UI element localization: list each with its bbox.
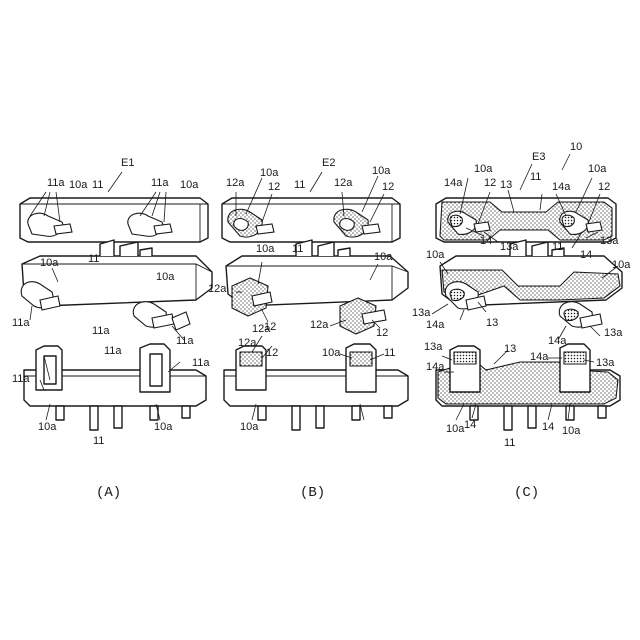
embodiment-tag-e3: E3: [532, 151, 545, 163]
ref-label: 11: [294, 179, 305, 191]
ref-label: 13a: [600, 235, 619, 247]
ref-label: 14a: [552, 181, 571, 193]
ref-label: 11: [292, 243, 303, 255]
ref-label: 11: [88, 253, 99, 265]
ref-label: 10a: [69, 179, 88, 191]
panel-b-mid-view: [225, 239, 409, 335]
ref-label: 14a: [530, 351, 549, 363]
ref-label: 11: [530, 171, 541, 183]
ref-label: 14a: [444, 177, 463, 189]
ref-label: 12: [598, 181, 610, 193]
ref-label: 11a: [47, 177, 65, 189]
ref-label: 11a: [176, 335, 194, 347]
ref-label: 10a: [260, 167, 279, 179]
ref-label: 11a: [151, 177, 169, 189]
panel-a-leaders: [29, 171, 185, 421]
panel-a-mid-view: [20, 239, 213, 331]
ref-label: 10a: [372, 165, 391, 177]
ref-label: 11: [504, 437, 515, 449]
ref-label: 10a: [38, 421, 57, 433]
panel-c: E3 10 10a 14a 12 13 11 14a 10a 12 14 13a…: [412, 141, 631, 501]
ref-label: 10a: [374, 251, 393, 263]
ref-label: 13a: [500, 241, 519, 253]
ref-label: 11a: [104, 345, 122, 357]
ref-label: 10a: [322, 347, 341, 359]
ref-label: 14a: [426, 361, 445, 373]
ref-label: 10a: [446, 423, 465, 435]
ref-label: 12: [376, 327, 388, 339]
ref-label: 12a: [252, 323, 271, 335]
ref-label: 10a: [180, 179, 199, 191]
ref-label: 12a: [226, 177, 245, 189]
ref-label: 13a: [596, 357, 615, 369]
ref-label: 12: [484, 177, 496, 189]
panel-b-top-view: [221, 197, 401, 243]
ref-label: 12: [268, 181, 280, 193]
caption-a: (A): [96, 485, 121, 501]
ref-label: 11a: [12, 373, 30, 385]
ref-label: 12: [382, 181, 394, 193]
ref-label: 10a: [562, 425, 581, 437]
ref-label: 11: [92, 179, 103, 191]
ref-label: 10a: [40, 257, 59, 269]
panel-b: E2 10a 12a 12 11 12a 10a 12 11 10a 10a 1…: [208, 157, 409, 501]
ref-label: 11a: [92, 325, 110, 337]
ref-label: 11a: [12, 317, 30, 329]
ref-label: 10a: [240, 421, 259, 433]
ref-label: 13a: [604, 327, 623, 339]
ref-label: 14: [464, 419, 476, 431]
ref-label: 13: [500, 179, 512, 191]
panel-b-leaders: [235, 171, 385, 421]
embodiment-tag-e1: E1: [121, 157, 134, 169]
ref-label: 12a: [238, 337, 257, 349]
panel-c-mid-view: [439, 239, 623, 329]
ref-label: 10a: [156, 271, 175, 283]
ref-label: 10a: [588, 163, 607, 175]
panel-c-top-view: [435, 197, 617, 243]
ref-label: 12a: [310, 319, 329, 331]
ref-label: 10a: [474, 163, 493, 175]
ref-label: 11: [384, 347, 395, 359]
ref-label: 13: [486, 317, 498, 329]
ref-label: 12a: [208, 283, 227, 295]
panel-a-top-view: [19, 197, 209, 243]
ref-label: 13a: [424, 341, 443, 353]
ref-label: 10a: [256, 243, 275, 255]
ref-label: 11a: [192, 357, 210, 369]
caption-c: (C): [514, 485, 539, 501]
embodiment-tag-e2: E2: [322, 157, 335, 169]
ref-label: 10a: [612, 259, 631, 271]
ref-label: 10a: [426, 249, 445, 261]
ref-label: 10a: [154, 421, 173, 433]
ref-label: 11: [552, 241, 563, 253]
panel-c-leaders: [431, 153, 619, 421]
ref-label: 12: [264, 321, 276, 333]
panel-a-bottom-view: [23, 343, 207, 431]
part-number: 10: [570, 141, 582, 153]
ref-label: 11: [93, 435, 104, 447]
ref-label: 14a: [548, 335, 567, 347]
ref-label: 14: [480, 235, 492, 247]
ref-label: 14a: [426, 319, 445, 331]
panel-c-bottom-view: [435, 343, 621, 431]
caption-b: (B): [300, 485, 325, 501]
ref-label: 14: [542, 421, 554, 433]
panel-a: E1 11a 10a 11 11a 10a 11 10a 10a 11a 11a…: [12, 157, 213, 501]
ref-label: 13: [504, 343, 516, 355]
ref-label: 14: [580, 249, 592, 261]
ref-label: 13a: [412, 307, 431, 319]
panel-b-bottom-view: [223, 343, 409, 431]
ref-label: 12: [266, 347, 278, 359]
ref-label: 12a: [334, 177, 353, 189]
